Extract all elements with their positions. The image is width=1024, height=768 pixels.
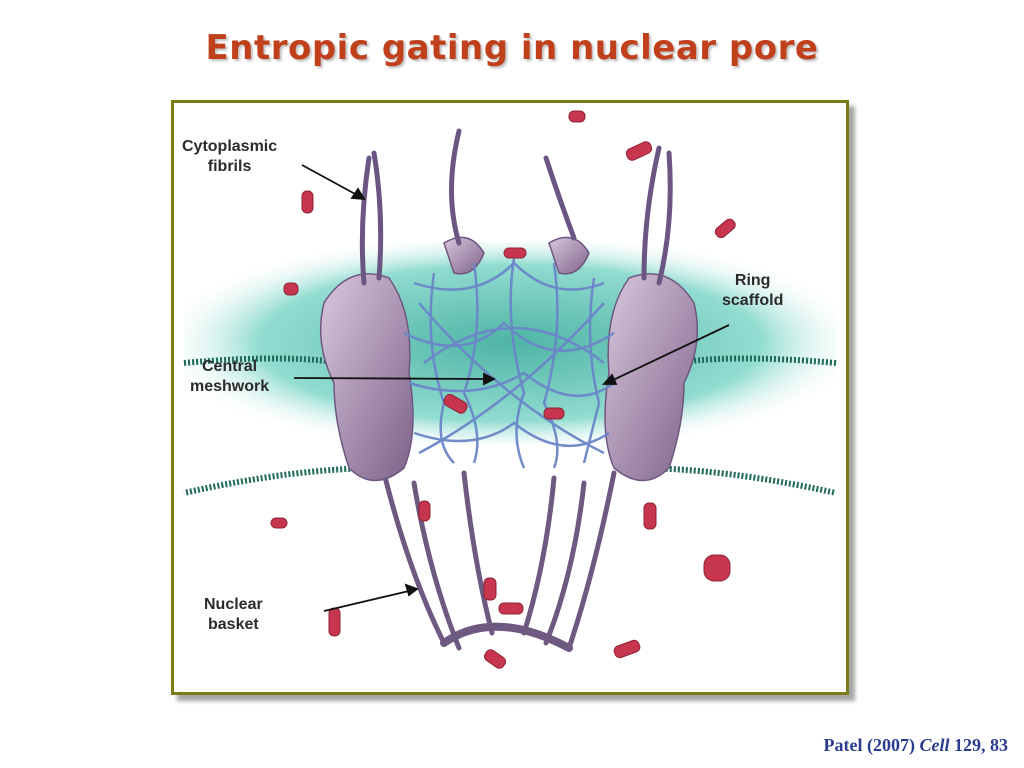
label-ring-scaffold: Ring scaffold: [722, 272, 784, 309]
nuclear-pore-illustration: [183, 110, 837, 669]
cargo-molecules: [270, 110, 736, 669]
central-meshwork-structure: [403, 257, 615, 469]
slide-title: Entropic gating in nuclear pore: [205, 28, 819, 68]
label-central-meshwork: Central meshwork: [190, 358, 270, 395]
label-arrows: [293, 164, 730, 612]
ring-scaffold-structure: [319, 236, 699, 482]
label-nuclear-basket: Nuclear basket: [204, 596, 263, 633]
label-cytoplasmic-fibrils: Cytoplasmic fibrils: [182, 138, 278, 175]
cytoplasmic-fibrils-structure: [359, 128, 673, 286]
nuclear-basket-structure: [381, 470, 617, 652]
citation: Patel (2007) Cell 129, 83: [823, 735, 1008, 755]
nuclear-pore-figure: Cytoplasmic fibrils Central meshwork Rin…: [171, 100, 849, 695]
